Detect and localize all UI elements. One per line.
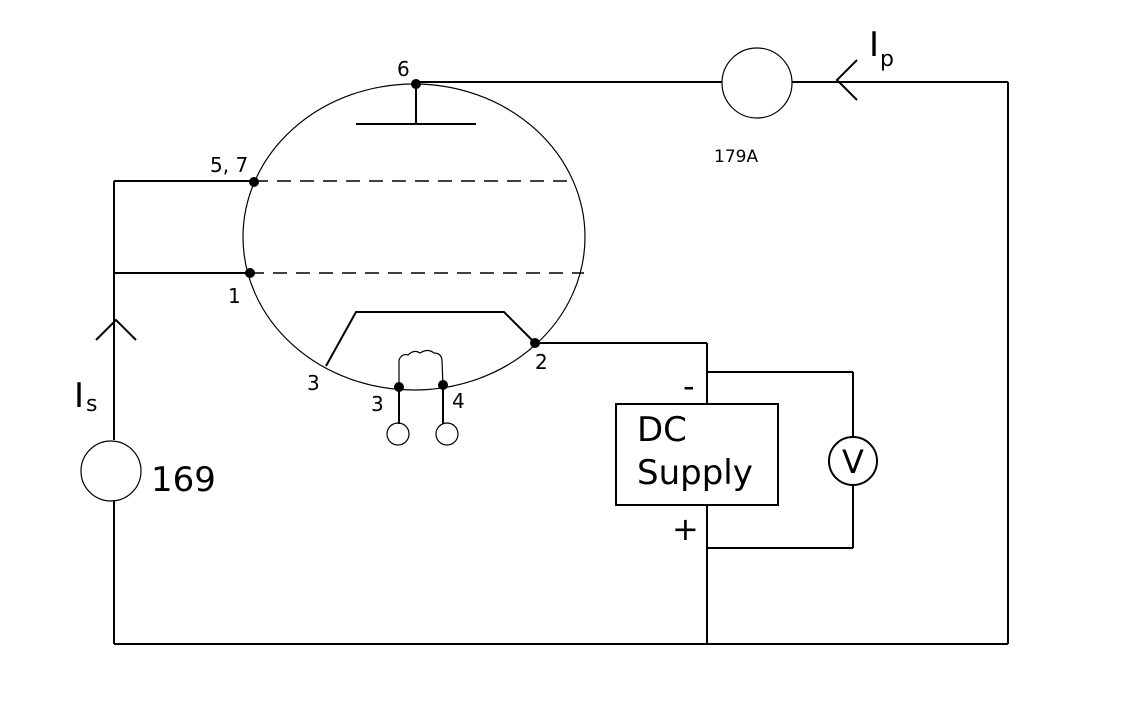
pin-label-5-7: 5, 7 xyxy=(210,153,248,177)
pin-label-2: 2 xyxy=(535,350,548,374)
plate-electrode xyxy=(356,84,476,125)
plate-meter-label: 179A xyxy=(714,147,758,167)
dc-supply-box xyxy=(615,403,779,506)
pin-label-1: 1 xyxy=(228,284,241,308)
plate-current-sub: p xyxy=(880,47,894,72)
heater-filament xyxy=(386,349,459,446)
screen-meter-label: 169 xyxy=(151,460,216,500)
dc-supply-line1: DC xyxy=(637,410,687,450)
pin-label-4: 4 xyxy=(452,389,465,413)
pin-label-6: 6 xyxy=(397,57,410,81)
screen-current-letter: I xyxy=(74,376,84,416)
plate-current-letter: I xyxy=(869,25,879,65)
pin-label-3-cathode: 3 xyxy=(307,371,320,395)
junction-dot-pin4 xyxy=(438,380,448,390)
pin-label-3-heater: 3 xyxy=(371,392,384,416)
dc-supply-line2: Supply xyxy=(637,453,753,493)
plate-current-arrow xyxy=(835,59,858,101)
cathode-supply-wire xyxy=(535,342,708,644)
junction-dot-pin3 xyxy=(394,382,404,392)
plate-ammeter xyxy=(721,47,793,119)
junction-dot-pin1 xyxy=(245,268,255,278)
cathode-electrode xyxy=(325,311,535,367)
junction-dot-pin57 xyxy=(249,177,259,187)
supply-minus-sign: - xyxy=(683,367,695,405)
junction-dot-pin6 xyxy=(411,79,421,89)
voltmeter-label: V xyxy=(842,443,864,481)
screen-current-arrow xyxy=(95,318,137,341)
junction-dot-pin2 xyxy=(530,338,540,348)
screen-circuit-wire xyxy=(113,180,707,645)
voltmeter-wire xyxy=(707,371,854,549)
screen-current-sub: s xyxy=(86,392,97,417)
supply-plus-sign: + xyxy=(672,510,699,548)
screen-ammeter xyxy=(80,440,142,502)
plate-circuit-wire xyxy=(416,81,1009,645)
voltmeter xyxy=(828,436,878,486)
